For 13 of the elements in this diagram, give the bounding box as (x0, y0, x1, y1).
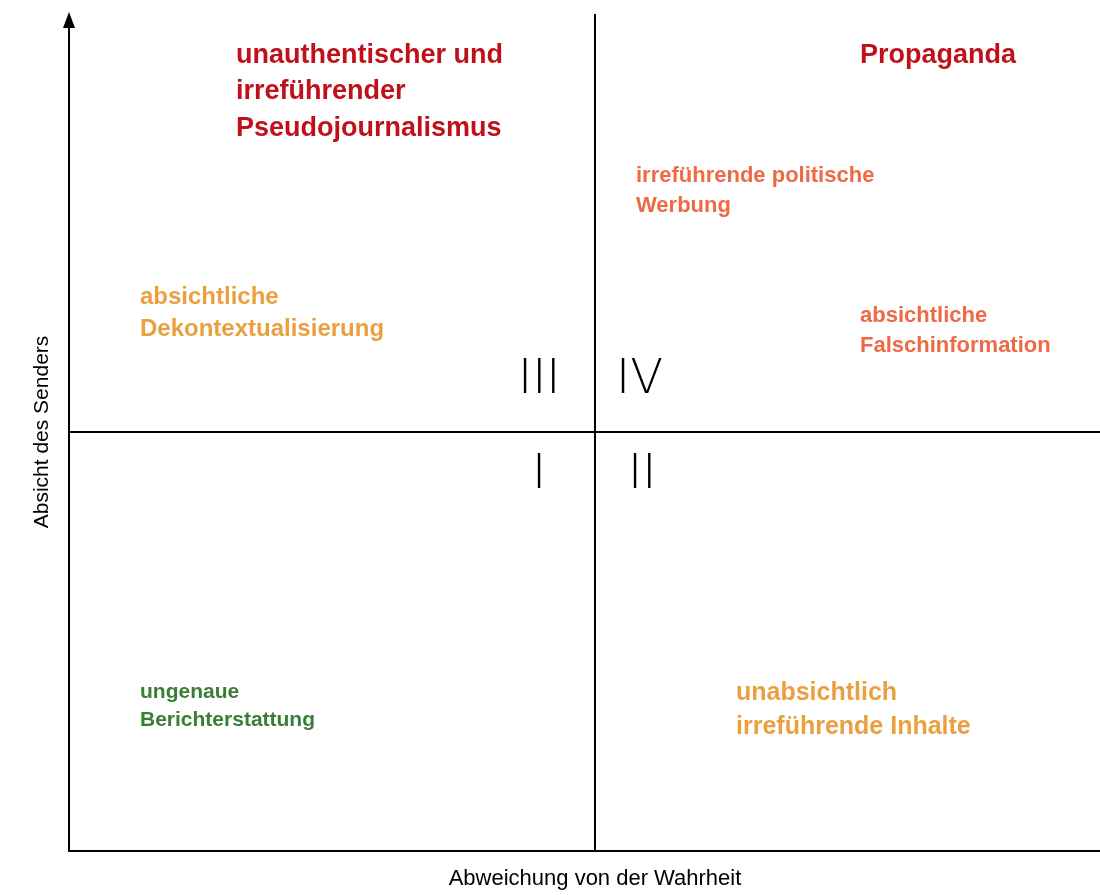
quadrant-number: I (532, 447, 548, 495)
axis-title: Abweichung von der Wahrheit (448, 866, 742, 891)
category-label: absichtliche Dekontextualisierung (140, 281, 386, 344)
quadrant-number: II (628, 447, 658, 495)
category-label: ungenaue Berichterstattung (140, 678, 317, 733)
category-label: irreführende politische Werbung (636, 161, 876, 219)
quadrant-number: IV (616, 352, 664, 400)
category-label: absichtliche Falschinformation (860, 301, 1052, 359)
category-label: unabsichtlich irreführende Inhalte (736, 676, 972, 741)
category-label: Propaganda (860, 38, 1018, 71)
category-label: unauthentischer und irreführender Pseudojournalismus (236, 38, 504, 144)
quadrant-number: III (518, 352, 562, 400)
axis-title: Absicht des Senders (29, 335, 51, 529)
